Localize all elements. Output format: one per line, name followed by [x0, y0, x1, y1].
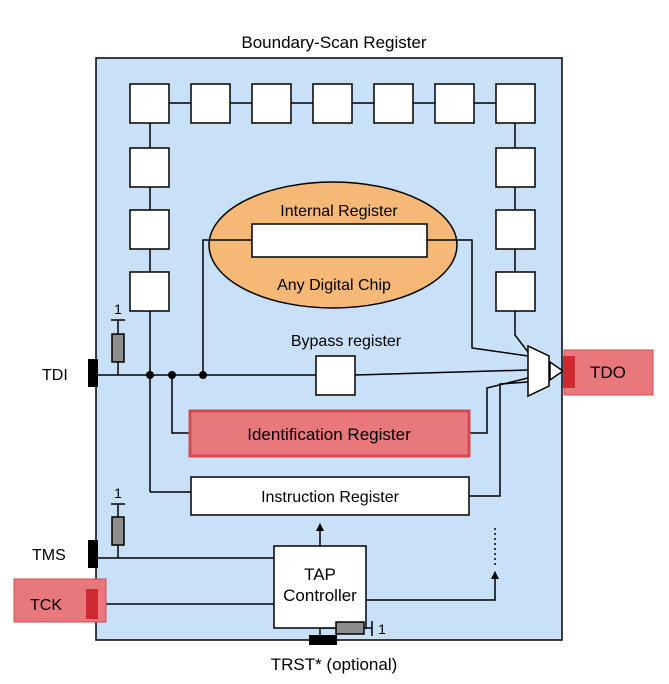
identification-register-box [188, 409, 471, 458]
boundary-scan-cells [129, 83, 536, 312]
output-buffer-icon [549, 360, 565, 382]
scan-cell [373, 83, 414, 124]
scan-cell [129, 147, 170, 188]
tdi-pullup-resistor [111, 333, 125, 363]
tdi-label: TDI [42, 367, 68, 384]
tms-pullup-label: 1 [114, 485, 122, 501]
instruction-register-label: Instruction Register [261, 489, 400, 506]
scan-cell [129, 209, 170, 250]
scan-cell [129, 271, 170, 312]
chip-label: Any Digital Chip [277, 277, 391, 294]
tap-controller-box [273, 545, 367, 629]
tdi-pin [88, 359, 98, 387]
tdo-highlight [563, 349, 654, 396]
identification-register-label: Identification Register [247, 425, 411, 444]
bypass-register-label: Bypass register [291, 333, 402, 350]
tms-pin [88, 540, 98, 568]
internal-register-label: Internal Register [280, 203, 398, 220]
tdi-pullup-label: 1 [114, 301, 122, 317]
diagram-title: Boundary-Scan Register [241, 33, 427, 52]
tms-label: TMS [32, 547, 66, 564]
internal-register-box [251, 223, 428, 258]
scan-cell [251, 83, 292, 124]
scan-cell [495, 209, 536, 250]
junction-dot [199, 371, 207, 379]
tdo-pin [563, 356, 575, 388]
bypass-register-box [315, 355, 356, 396]
trst-pullup-label: 1 [378, 621, 386, 637]
tap-controller-label-line1: TAP [304, 565, 336, 584]
scan-cell [190, 83, 231, 124]
tap-controller-label-line2: Controller [283, 586, 357, 605]
scan-cell [129, 83, 170, 124]
scan-cell [495, 271, 536, 312]
trst-pullup-resistor [335, 621, 365, 635]
trst-pin [309, 635, 337, 645]
tap-wires [98, 523, 499, 638]
tdo-label: TDO [590, 363, 626, 382]
chip-board [95, 57, 563, 641]
tms-pullup-wires [111, 503, 125, 558]
scan-cell [495, 83, 536, 124]
tck-label: TCK [30, 597, 62, 614]
scan-cell [434, 83, 475, 124]
tck-pin [86, 589, 98, 619]
tms-pullup-resistor [111, 516, 125, 546]
junction-dot [146, 371, 154, 379]
boundary-scan-chain-wires [149, 102, 529, 493]
instruction-wires [469, 381, 529, 497]
instruction-register-box [190, 476, 470, 516]
internal-register-wires [202, 239, 529, 375]
output-multiplexer [527, 344, 550, 398]
scan-cell [495, 147, 536, 188]
scan-cell [312, 83, 353, 124]
trst-label: TRST* (optional) [271, 655, 398, 674]
